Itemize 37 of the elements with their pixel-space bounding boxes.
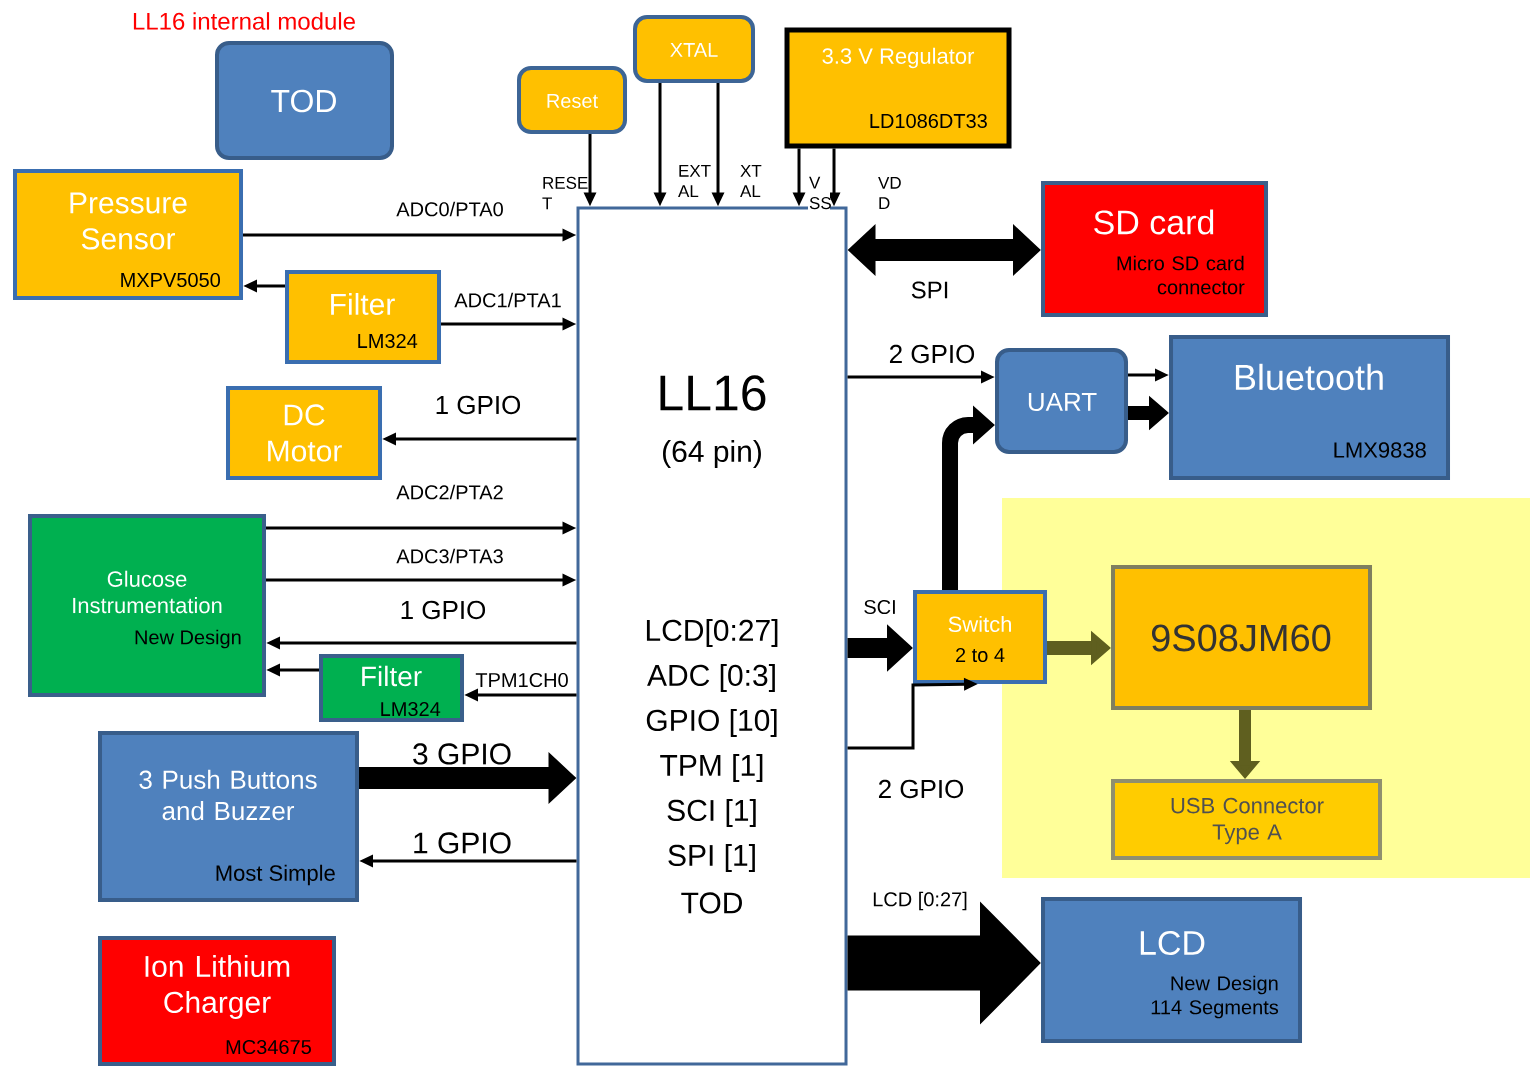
charger-box: Ion Lithium Charger MC34675: [98, 936, 336, 1066]
rounded-box: Reset: [517, 66, 627, 134]
card-box: SD card Micro SD card connector: [1041, 181, 1268, 317]
buttons-box: 3 Push Buttons and Buzzer Most Simple: [98, 731, 359, 902]
chip-box: 9S08JM60: [1111, 565, 1372, 710]
edge-label: 2 GPIO: [887, 343, 977, 365]
edge-label: ADC2/PTA2: [395, 483, 505, 501]
regulator-box: 3.3 V Regulator LD1086DT33: [784, 27, 1012, 149]
instrumentation-box: Glucose Instrumentation New Design: [28, 514, 266, 697]
edge-label: 1 GPIO: [433, 394, 523, 416]
edge-label: ADC1/PTA1: [453, 291, 563, 309]
connector-box: USB Connector Type A: [1111, 779, 1382, 860]
title: LL16 internal module: [133, 12, 355, 30]
edge-label: 1 GPIO: [398, 599, 488, 621]
edge-label: V SS: [808, 175, 831, 211]
edge-label: XT AL: [739, 163, 762, 199]
rounded-box: XTAL: [633, 15, 755, 83]
rounded-box: UART: [995, 348, 1128, 454]
edge-label: 1 GPIO: [411, 831, 513, 855]
rounded-box: TOD: [215, 41, 394, 160]
edge-label: ADC0/PTA0: [395, 200, 505, 218]
display-box: LCD New Design 114 Segments: [1041, 897, 1302, 1043]
edge-label: VD D: [877, 175, 901, 211]
edge-label: 3 GPIO: [411, 742, 513, 766]
edge-label: 2 GPIO: [876, 778, 966, 800]
edge-label: SCI: [862, 598, 898, 616]
edge-label: LCD [0:27]: [871, 890, 969, 912]
motor-box: DC Motor: [226, 386, 382, 480]
sensor-box: Pressure Sensor MXPV5050: [13, 169, 243, 300]
filter-box: Filter LM324: [285, 270, 441, 364]
filter-box: Filter LM324: [319, 654, 464, 722]
edge-label: ADC3/PTA3: [395, 547, 505, 565]
switch-box: Switch 2 to 4: [913, 590, 1047, 684]
bluetooth-box: Bluetooth LMX9838: [1169, 335, 1450, 480]
edge-label: EXT AL: [677, 163, 711, 199]
edge-label: SPI: [909, 280, 951, 300]
edge-label: TPM1CH0: [474, 671, 570, 689]
